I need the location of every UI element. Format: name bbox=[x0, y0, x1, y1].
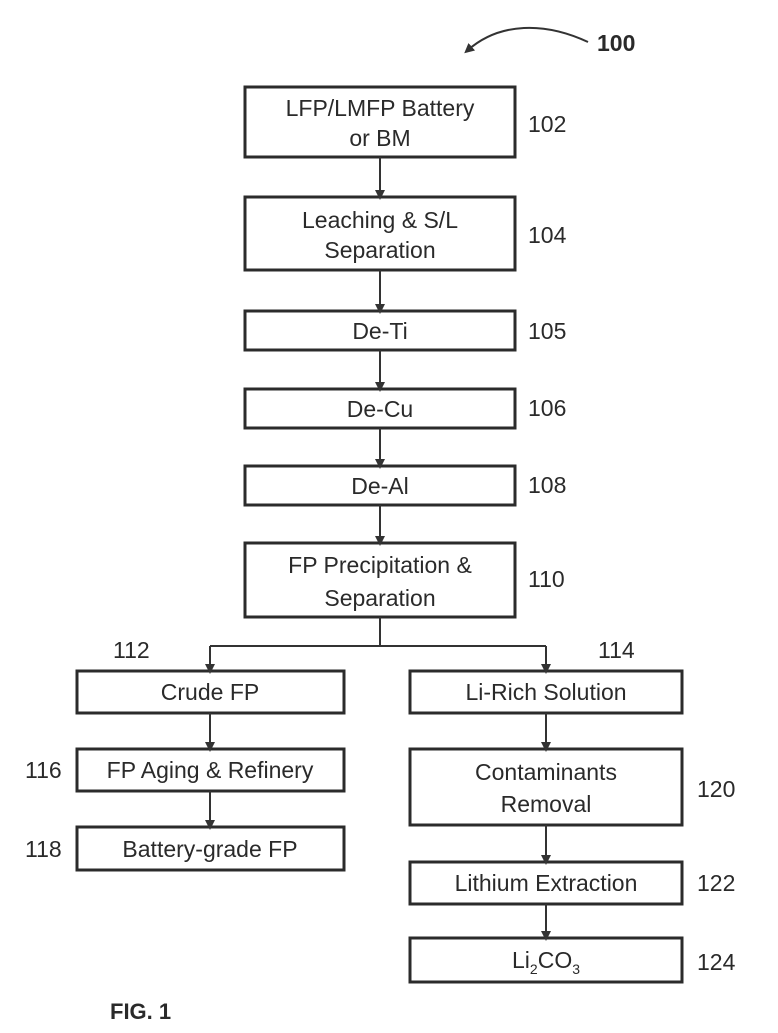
step-116-ref: 116 bbox=[25, 757, 62, 783]
step-118-ref: 118 bbox=[25, 836, 62, 862]
step-104-label-line2: Separation bbox=[324, 237, 435, 263]
step-104-label-line1: Leaching & S/L bbox=[302, 207, 458, 233]
step-124-ref: 124 bbox=[697, 949, 736, 975]
step-104: Leaching & S/L Separation 104 bbox=[245, 197, 567, 270]
step-122: Lithium Extraction 122 bbox=[410, 862, 735, 904]
figure-caption: FIG. 1 bbox=[110, 999, 171, 1024]
step-106: De-Cu 106 bbox=[245, 389, 566, 428]
step-124-label: Li2CO3 bbox=[512, 947, 580, 977]
step-124-li: Li bbox=[512, 947, 530, 973]
step-122-label: Lithium Extraction bbox=[455, 870, 638, 896]
step-102-label-line1: LFP/LMFP Battery bbox=[286, 95, 475, 121]
step-112-ref: 112 bbox=[113, 637, 150, 663]
step-108: De-Al 108 bbox=[245, 466, 566, 505]
figure-reference: 100 bbox=[468, 28, 635, 56]
step-118-label: Battery-grade FP bbox=[122, 836, 297, 862]
step-108-label: De-Al bbox=[351, 473, 409, 499]
step-106-ref: 106 bbox=[528, 395, 566, 421]
step-102-ref: 102 bbox=[528, 111, 566, 137]
step-108-ref: 108 bbox=[528, 472, 566, 498]
step-105-ref: 105 bbox=[528, 318, 566, 344]
step-124-co-subscript: 3 bbox=[572, 961, 580, 977]
step-122-ref: 122 bbox=[697, 870, 735, 896]
step-116: FP Aging & Refinery 116 bbox=[25, 749, 344, 791]
step-102-label-line2: or BM bbox=[349, 125, 410, 151]
step-105: De-Ti 105 bbox=[245, 311, 566, 350]
step-112-label: Crude FP bbox=[161, 679, 259, 705]
step-102: LFP/LMFP Battery or BM 102 bbox=[245, 87, 566, 157]
step-120-ref: 120 bbox=[697, 776, 735, 802]
step-118: Battery-grade FP 118 bbox=[25, 827, 344, 870]
step-120-label-line2: Removal bbox=[501, 791, 592, 817]
step-124: Li2CO3 124 bbox=[410, 938, 736, 982]
step-106-label: De-Cu bbox=[347, 396, 413, 422]
step-120-label-line1: Contaminants bbox=[475, 759, 617, 785]
step-110-ref: 110 bbox=[528, 566, 565, 592]
figure-leader-arrow bbox=[468, 28, 588, 50]
step-105-label: De-Ti bbox=[352, 318, 407, 344]
step-124-co: CO bbox=[538, 947, 573, 973]
step-104-ref: 104 bbox=[528, 222, 567, 248]
step-114-ref: 114 bbox=[598, 637, 635, 663]
step-124-li-subscript: 2 bbox=[530, 961, 538, 977]
step-110-label-line2: Separation bbox=[324, 585, 435, 611]
step-110-label-line1: FP Precipitation & bbox=[288, 552, 472, 578]
figure-number: 100 bbox=[597, 30, 635, 56]
step-114-label: Li-Rich Solution bbox=[465, 679, 626, 705]
step-110: FP Precipitation & Separation 110 bbox=[245, 543, 565, 617]
step-116-label: FP Aging & Refinery bbox=[107, 757, 314, 783]
step-120: Contaminants Removal 120 bbox=[410, 749, 735, 825]
